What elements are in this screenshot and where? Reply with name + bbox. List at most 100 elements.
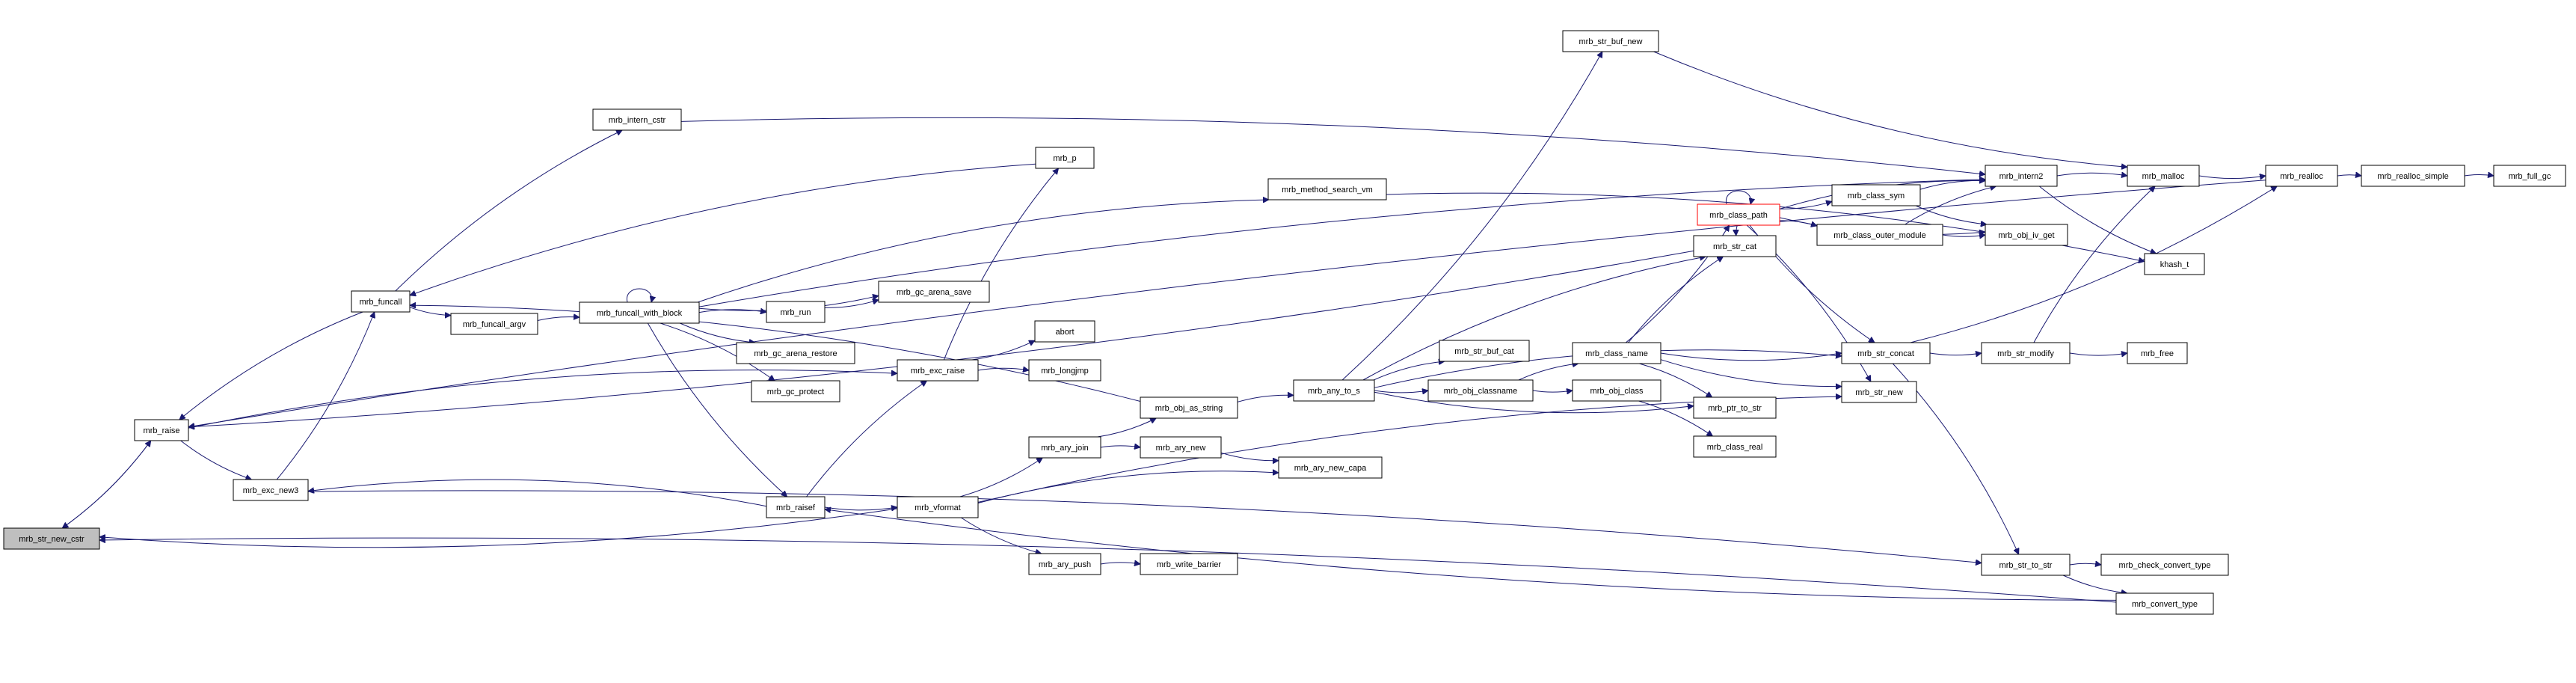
node-mrb-free[interactable]: mrb_free: [2127, 342, 2188, 364]
node-mrb-run[interactable]: mrb_run: [766, 301, 826, 323]
node-box[interactable]: [579, 301, 700, 324]
node-box[interactable]: [1267, 178, 1387, 200]
node-box[interactable]: [1981, 554, 2071, 576]
node-box[interactable]: [2100, 554, 2229, 576]
node-mrb-obj-as-string[interactable]: mrb_obj_as_string: [1140, 396, 1238, 419]
node-mrb-class-real[interactable]: mrb_class_real: [1693, 435, 1777, 458]
node-box[interactable]: [897, 359, 979, 382]
node-box[interactable]: [1841, 342, 1931, 364]
node-box[interactable]: [2144, 253, 2205, 275]
node-box[interactable]: [1572, 379, 1662, 402]
node-mrb-gc-protect[interactable]: mrb_gc_protect: [751, 380, 840, 402]
node-box[interactable]: [592, 108, 682, 131]
node-box[interactable]: [1140, 396, 1238, 419]
node-box[interactable]: [1816, 224, 1943, 246]
node-box[interactable]: [736, 342, 855, 364]
node-box[interactable]: [751, 380, 840, 402]
node-mrb-str-cat[interactable]: mrb_str_cat: [1693, 235, 1777, 257]
node-mrb-funcall[interactable]: mrb_funcall: [351, 290, 411, 313]
node-box[interactable]: [233, 479, 309, 501]
node-mrb-ptr-to-str[interactable]: mrb_ptr_to_str: [1693, 396, 1777, 419]
node-box[interactable]: [1985, 165, 2058, 187]
node-mrb-str-buf-cat[interactable]: mrb_str_buf_cat: [1439, 340, 1530, 362]
node-box[interactable]: [2127, 342, 2188, 364]
node-mrb-obj-classname[interactable]: mrb_obj_classname: [1427, 379, 1534, 402]
node-box[interactable]: [1985, 224, 2068, 246]
node-mrb-realloc[interactable]: mrb_realloc: [2265, 165, 2338, 187]
node-box[interactable]: [2361, 165, 2465, 187]
node-mrb-raise[interactable]: mrb_raise: [134, 419, 189, 441]
node-mrb-any-to-s[interactable]: mrb_any_to_s: [1293, 379, 1375, 402]
node-mrb-funcall-with-block[interactable]: mrb_funcall_with_block: [579, 301, 700, 324]
node-mrb-str-buf-new[interactable]: mrb_str_buf_new: [1562, 30, 1659, 52]
node-box[interactable]: [1693, 435, 1777, 458]
node-box[interactable]: [2265, 165, 2338, 187]
node-box[interactable]: [1831, 184, 1921, 206]
node-mrb-ary-join[interactable]: mrb_ary_join: [1028, 436, 1101, 459]
node-mrb-str-concat[interactable]: mrb_str_concat: [1841, 342, 1931, 364]
node-box[interactable]: [1439, 340, 1530, 362]
node-mrb-class-sym[interactable]: mrb_class_sym: [1831, 184, 1921, 206]
node-box[interactable]: [766, 496, 826, 518]
node-mrb-exc-raise[interactable]: mrb_exc_raise: [897, 359, 979, 382]
node-box[interactable]: [1562, 30, 1659, 52]
node-mrb-class-outer-module[interactable]: mrb_class_outer_module: [1816, 224, 1943, 246]
node-box[interactable]: [1697, 203, 1780, 226]
node-box[interactable]: [1028, 553, 1101, 575]
node-mrb-gc-arena-restore[interactable]: mrb_gc_arena_restore: [736, 342, 855, 364]
node-box[interactable]: [1841, 381, 1917, 403]
node-mrb-obj-class[interactable]: mrb_obj_class: [1572, 379, 1662, 402]
node-mrb-class-path[interactable]: mrb_class_path: [1697, 203, 1780, 226]
node-mrb-raisef[interactable]: mrb_raisef: [766, 496, 826, 518]
node-mrb-str-modify[interactable]: mrb_str_modify: [1981, 342, 2071, 364]
node-khash-t[interactable]: khash_t: [2144, 253, 2205, 275]
node-box[interactable]: [2115, 592, 2214, 615]
node-mrb-obj-iv-get[interactable]: mrb_obj_iv_get: [1985, 224, 2068, 246]
node-box[interactable]: [450, 313, 538, 335]
node-mrb-ary-push[interactable]: mrb_ary_push: [1028, 553, 1101, 575]
node-box[interactable]: [766, 301, 826, 323]
node-mrb-ary-new-capa[interactable]: mrb_ary_new_capa: [1278, 456, 1383, 479]
node-mrb-longjmp[interactable]: mrb_longjmp: [1028, 359, 1101, 382]
node-mrb-funcall-argv[interactable]: mrb_funcall_argv: [450, 313, 538, 335]
node-mrb-class-name[interactable]: mrb_class_name: [1572, 342, 1662, 364]
node-mrb-exc-new3[interactable]: mrb_exc_new3: [233, 479, 309, 501]
node-box[interactable]: [351, 290, 411, 313]
node-mrb-gc-arena-save[interactable]: mrb_gc_arena_save: [878, 281, 990, 303]
node-mrb-write-barrier[interactable]: mrb_write_barrier: [1140, 553, 1238, 575]
node-box[interactable]: [1140, 553, 1238, 575]
node-mrb-ary-new[interactable]: mrb_ary_new: [1140, 436, 1222, 459]
node-mrb-str-new[interactable]: mrb_str_new: [1841, 381, 1917, 403]
node-box[interactable]: [1693, 396, 1777, 419]
node-box[interactable]: [1035, 147, 1095, 169]
node-mrb-str-to-str[interactable]: mrb_str_to_str: [1981, 554, 2071, 576]
node-box[interactable]: [1034, 320, 1095, 343]
node-box[interactable]: [1028, 359, 1101, 382]
node-box[interactable]: [1278, 456, 1383, 479]
node-box[interactable]: [1427, 379, 1534, 402]
node-box[interactable]: [134, 419, 189, 441]
node-box[interactable]: [3, 527, 100, 550]
node-mrb-method-search-vm[interactable]: mrb_method_search_vm: [1267, 178, 1387, 200]
node-box[interactable]: [1028, 436, 1101, 459]
node-box[interactable]: [1572, 342, 1662, 364]
node-box[interactable]: [1693, 235, 1777, 257]
node-box[interactable]: [2127, 165, 2200, 187]
node-box[interactable]: [1981, 342, 2071, 364]
node-box[interactable]: [1140, 436, 1222, 459]
node-box[interactable]: [1293, 379, 1375, 402]
node-box[interactable]: [2493, 165, 2566, 187]
node-mrb-realloc-simple[interactable]: mrb_realloc_simple: [2361, 165, 2465, 187]
node-abort[interactable]: abort: [1034, 320, 1095, 343]
node-mrb-check-convert-type[interactable]: mrb_check_convert_type: [2100, 554, 2229, 576]
node-mrb-full-gc[interactable]: mrb_full_gc: [2493, 165, 2566, 187]
node-mrb-intern-cstr[interactable]: mrb_intern_cstr: [592, 108, 682, 131]
node-mrb-vformat[interactable]: mrb_vformat: [897, 496, 979, 518]
node-mrb-str-new-cstr[interactable]: mrb_str_new_cstr: [3, 527, 100, 550]
node-mrb-intern2[interactable]: mrb_intern2: [1985, 165, 2058, 187]
node-box[interactable]: [897, 496, 979, 518]
node-mrb-convert-type[interactable]: mrb_convert_type: [2115, 592, 2214, 615]
node-box[interactable]: [878, 281, 990, 303]
node-mrb-malloc[interactable]: mrb_malloc: [2127, 165, 2200, 187]
node-mrb-p[interactable]: mrb_p: [1035, 147, 1095, 169]
